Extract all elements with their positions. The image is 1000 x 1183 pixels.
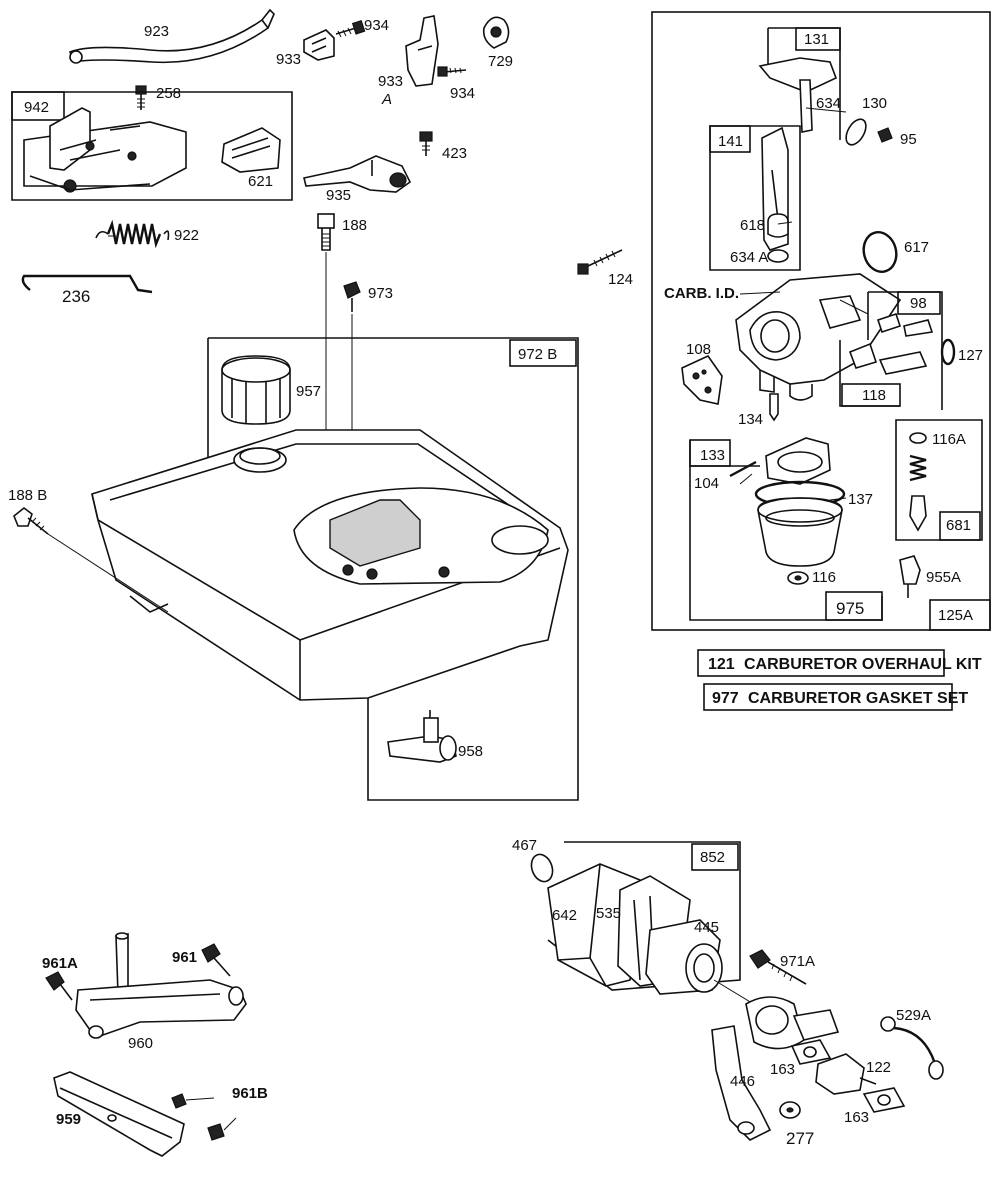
label-958: 958: [458, 743, 483, 760]
spring-922: [95, 219, 170, 249]
label-236: 236: [62, 287, 90, 306]
carburetor-box-125a: [651, 11, 991, 631]
clip-729: [482, 16, 510, 49]
label-134: 134: [738, 411, 763, 428]
label-642: 642: [552, 907, 577, 924]
governor-lever-923: [68, 8, 275, 64]
label-188b: 188 B: [8, 487, 47, 504]
label-634a: 634 A: [730, 249, 768, 266]
label-108: 108: [686, 341, 711, 358]
label-975: 975: [836, 599, 864, 618]
label-130: 130: [862, 95, 887, 112]
fuel-tank-972b: [91, 337, 579, 801]
label-125a: 125A: [938, 607, 973, 624]
label-104: 104: [694, 475, 719, 492]
part-number-labels: 923 934 933 933 A 934 729 258 942 621 42…: [8, 17, 983, 1148]
leader-lines: [108, 107, 869, 501]
label-116a: 116A: [932, 431, 966, 448]
label-961a: 961A: [42, 955, 78, 972]
label-163-a: 163: [770, 1061, 795, 1078]
label-621: 621: [248, 173, 273, 190]
label-446: 446: [730, 1073, 755, 1090]
label-681: 681: [946, 517, 971, 534]
bracket-933a: [405, 15, 439, 87]
label-960: 960: [128, 1035, 153, 1052]
label-942: 942: [24, 99, 49, 116]
bolt-188: [317, 213, 335, 520]
label-277: 277: [786, 1129, 814, 1148]
label-634: 634: [816, 95, 841, 112]
screw-258: [135, 85, 147, 110]
kit-box-121: [697, 649, 945, 677]
label-188: 188: [342, 217, 367, 234]
label-618: 618: [740, 217, 765, 234]
label-carb-id: CARB. I.D.: [664, 285, 739, 302]
label-133: 133: [700, 447, 725, 464]
kit-977-name: CARBURETOR GASKET SET: [748, 690, 968, 707]
label-959: 959: [56, 1111, 81, 1128]
governor-link-236: [21, 274, 153, 294]
label-973: 973: [368, 285, 393, 302]
label-163-b: 163: [844, 1109, 869, 1126]
bolt-188b: [13, 506, 169, 613]
label-955a: 955A: [926, 569, 961, 586]
kit-121-number: 121: [708, 656, 735, 673]
label-934-b: 934: [450, 85, 475, 102]
label-934: 934: [364, 17, 389, 34]
bracket-933: [303, 29, 335, 61]
label-95: 95: [900, 131, 917, 148]
screw-423: [419, 131, 433, 156]
label-961b: 961B: [232, 1085, 268, 1102]
label-972b: 972 B: [518, 346, 557, 363]
label-933: 933: [276, 51, 301, 68]
screw-124: [577, 249, 623, 275]
label-535: 535: [596, 905, 621, 922]
label-617: 617: [904, 239, 929, 256]
label-852: 852: [700, 849, 725, 866]
label-137: 137: [848, 491, 873, 508]
kit-977-number: 977: [712, 690, 739, 707]
label-933a: 933: [378, 73, 403, 90]
label-957: 957: [296, 383, 321, 400]
label-122: 122: [866, 1059, 891, 1076]
label-118: 118: [862, 387, 886, 404]
throttle-lever-935: [303, 155, 412, 193]
screw-934: [335, 19, 366, 38]
label-971a: 971A: [780, 953, 815, 970]
label-922: 922: [174, 227, 199, 244]
bracket-assembly-960: [45, 932, 247, 1157]
label-258: 258: [156, 85, 181, 102]
assembly-box-942: [11, 91, 293, 201]
label-141: 141: [718, 133, 743, 150]
label-131: 131: [804, 31, 829, 48]
kit-121-name: CARBURETOR OVERHAUL KIT: [744, 656, 982, 673]
screw-934-b: [437, 66, 467, 77]
intake-assembly-852: [530, 841, 944, 1141]
label-98: 98: [910, 295, 927, 312]
label-933a-suffix: A: [381, 91, 392, 108]
label-116: 116: [812, 569, 836, 586]
label-729: 729: [488, 53, 513, 70]
label-423: 423: [442, 145, 467, 162]
label-935: 935: [326, 187, 351, 204]
kit-box-977: [703, 683, 953, 711]
label-923: 923: [144, 23, 169, 40]
label-124: 124: [608, 271, 633, 288]
label-467: 467: [512, 837, 537, 854]
label-961: 961: [172, 949, 197, 966]
label-529a: 529A: [896, 1007, 931, 1024]
label-127: 127: [958, 347, 983, 364]
label-445: 445: [694, 919, 719, 936]
